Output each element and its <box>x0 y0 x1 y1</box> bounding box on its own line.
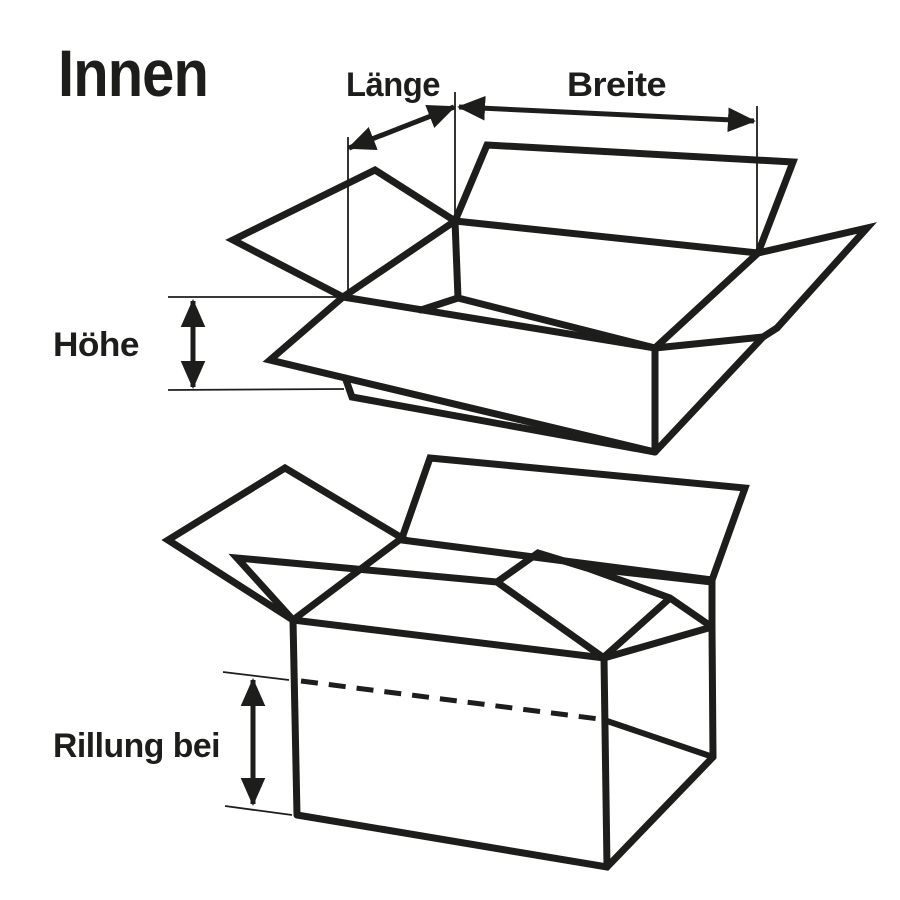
crease-label: Rillung bei <box>53 727 220 765</box>
crease-extension-line-bottom <box>224 805 293 816</box>
width-arrow <box>457 95 756 133</box>
lower-box-left-flap <box>161 463 409 624</box>
crease-line-right-face <box>604 718 716 760</box>
page-title: Innen <box>58 36 208 110</box>
upper-box-interior-edges <box>417 217 659 352</box>
width-label: Breite <box>567 66 666 104</box>
height-label: Höhe <box>53 326 139 364</box>
diagram-labels: Innen Länge Breite Höhe Rillung bei <box>53 36 667 765</box>
dimension-extension-lines <box>167 92 758 816</box>
lower-box-bottom-edges <box>293 753 717 871</box>
upper-box-left-flap <box>225 165 459 301</box>
length-label: Länge <box>346 66 440 104</box>
height-extension-line-bottom <box>167 388 345 391</box>
upper-box-back-flap <box>451 141 798 257</box>
lower-box-front-flap <box>228 553 608 662</box>
upper-box-front-flap <box>262 293 659 456</box>
upper-box-body-edges <box>342 333 767 456</box>
upper-box-right-flap <box>651 222 878 352</box>
crease-extension-line-top <box>222 671 290 681</box>
upper-box-illustration <box>225 141 878 456</box>
lower-box-illustration <box>161 454 750 871</box>
lower-box-back-flap <box>398 454 750 584</box>
lower-box-right-flap <box>493 549 716 661</box>
dimension-arrows <box>180 95 756 806</box>
length-arrow <box>347 104 456 151</box>
lower-box-wall-edges <box>289 616 717 871</box>
crease-dashed-line <box>300 678 600 722</box>
